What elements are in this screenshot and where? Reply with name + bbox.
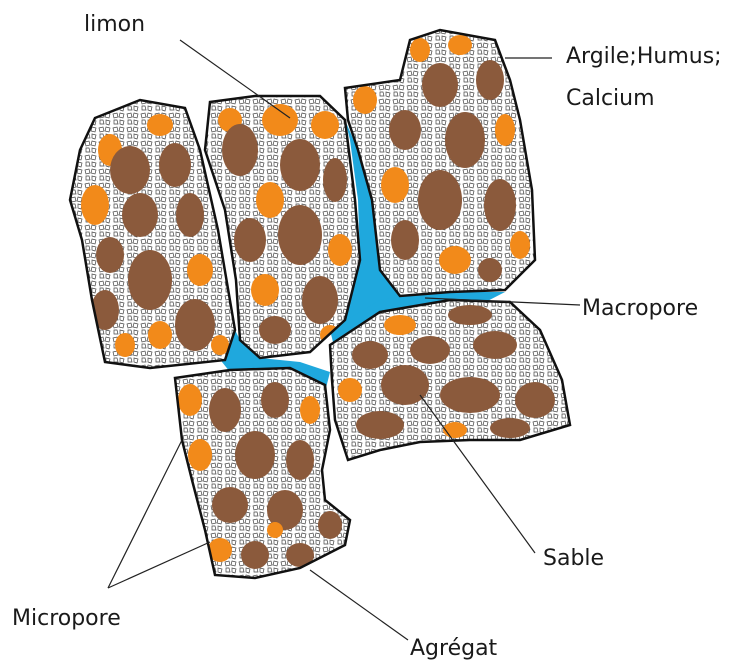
label-macropore: Macropore: [582, 296, 698, 322]
label-micropore: Micropore: [12, 606, 121, 632]
label-sable: Sable: [543, 546, 604, 572]
leader-micropore-1: [108, 440, 182, 588]
leader-agregat: [310, 570, 408, 640]
label-agregat: Agrégat: [410, 636, 497, 662]
leader-micropore-2: [108, 542, 210, 588]
label-calcium: Calcium: [566, 86, 655, 112]
label-limon: limon: [84, 12, 145, 38]
label-argile-humus: Argile;Humus;: [566, 44, 722, 70]
